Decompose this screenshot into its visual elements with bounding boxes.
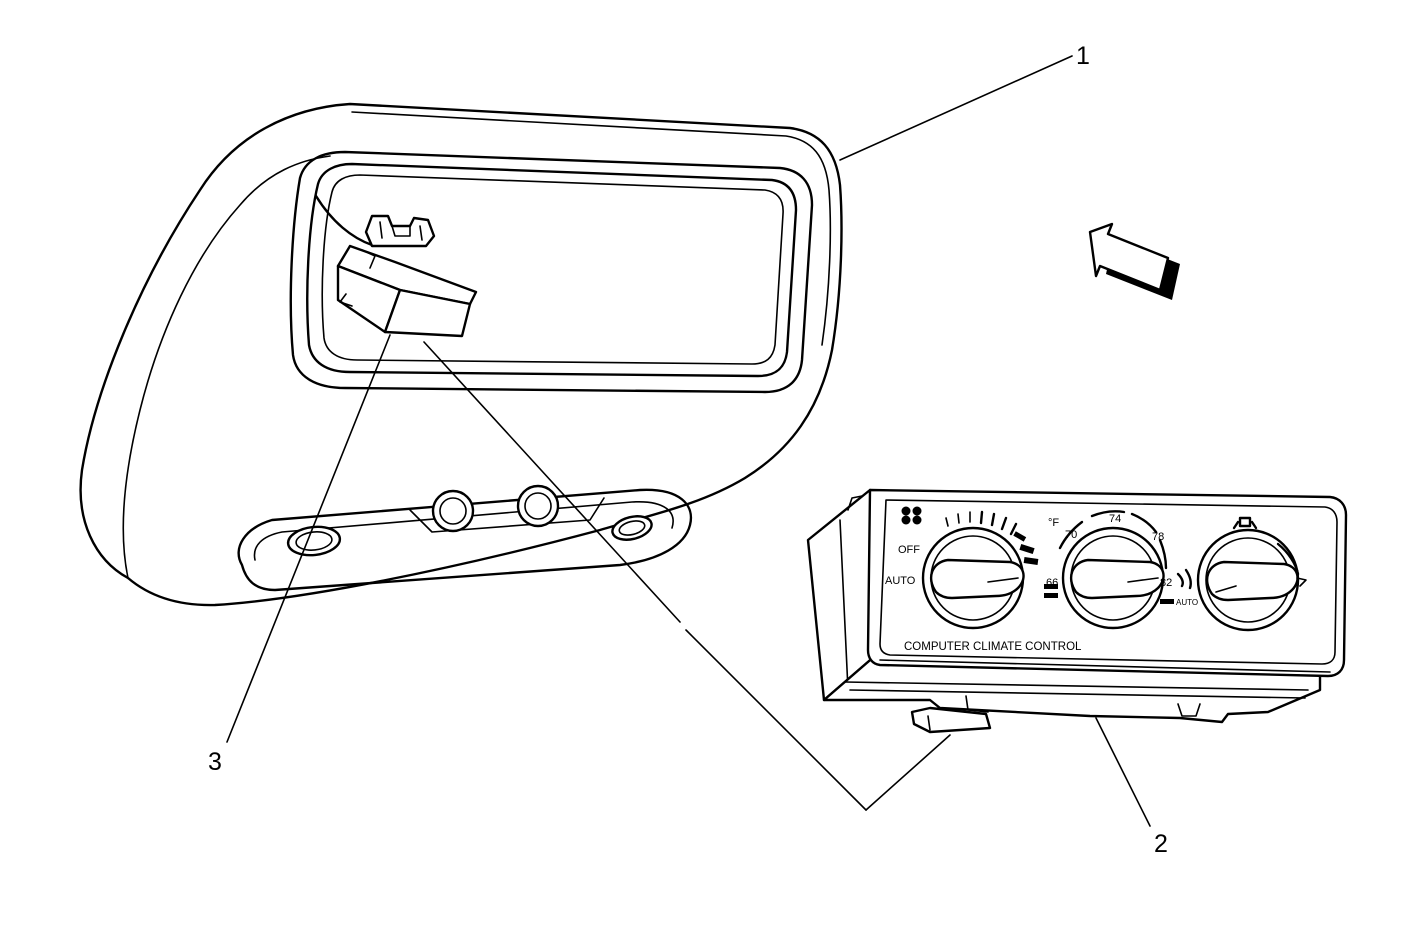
faceplate-bottom-edge <box>879 659 1331 673</box>
fan-icon <box>901 506 922 525</box>
lamp-bezel-inner <box>253 501 674 561</box>
leader-line-1 <box>839 55 1073 161</box>
connector-side-face <box>383 288 472 338</box>
temp-tick-70: 70 <box>1065 529 1077 541</box>
climate-control-module: OFF AUTO 66 70 74 78 82 °F AUTO COMPUTER… <box>806 488 1348 734</box>
display-rim-inner <box>306 162 798 378</box>
temp-tick-66: 66 <box>1046 577 1058 589</box>
leader-line-2c <box>865 734 951 811</box>
leader-line-2b <box>685 629 867 811</box>
button-ridge <box>409 497 605 533</box>
module-bottom-lines <box>844 681 1309 717</box>
console-button-right <box>516 484 560 528</box>
fan-speed-scale <box>945 510 1058 598</box>
direction-arrow-icon <box>1088 222 1180 300</box>
leader-line-2d <box>1095 717 1151 827</box>
console-button-left-inner <box>439 497 467 525</box>
module-side-detail <box>839 495 863 691</box>
temp-tick-74: 74 <box>1109 513 1121 525</box>
callout-3: 3 <box>208 748 222 776</box>
callout-1: 1 <box>1076 42 1090 70</box>
temperature-scale <box>1044 510 1174 604</box>
console-inner-edge <box>122 155 331 579</box>
leader-line-3 <box>226 334 391 743</box>
left-lamp-lens <box>286 525 342 557</box>
console-top-edge <box>351 111 832 346</box>
temp-tick-82: 82 <box>1160 577 1172 589</box>
left-lamp-lens-inner <box>295 531 333 551</box>
module-mount-tab <box>910 706 992 734</box>
leader-lines <box>226 55 1151 827</box>
connector-latch <box>364 214 436 248</box>
display-window <box>321 174 784 365</box>
panel-title: COMPUTER CLIMATE CONTROL <box>904 641 1082 653</box>
console-button-left <box>431 489 475 533</box>
leader-line-2a <box>423 341 681 623</box>
temp-unit-label: °F <box>1048 517 1059 529</box>
connector-latch-detail <box>379 221 423 241</box>
lamp-bezel <box>237 488 693 592</box>
callout-2: 2 <box>1154 830 1168 858</box>
temp-auto-label: AUTO <box>1176 598 1198 607</box>
fan-auto-label: AUTO <box>885 575 916 587</box>
temperature-knob <box>1061 526 1165 630</box>
temp-tick-78: 78 <box>1152 531 1164 543</box>
mode-knob <box>1196 528 1300 632</box>
connector-wire <box>314 194 374 247</box>
fan-knob <box>921 526 1025 630</box>
connector-tabs <box>339 249 376 307</box>
fan-off-label: OFF <box>898 544 920 556</box>
console-outer-shell <box>79 102 843 607</box>
right-lamp-lens <box>611 515 653 541</box>
electrical-connector <box>314 194 478 338</box>
console-button-right-inner <box>524 492 552 520</box>
right-lamp-lens-inner <box>618 520 646 536</box>
overhead-console <box>79 102 843 607</box>
module-mount-tab-detail <box>927 695 989 731</box>
mode-scale <box>1276 542 1307 587</box>
mode-icon <box>1176 516 1258 590</box>
display-rim-outer <box>289 150 814 394</box>
